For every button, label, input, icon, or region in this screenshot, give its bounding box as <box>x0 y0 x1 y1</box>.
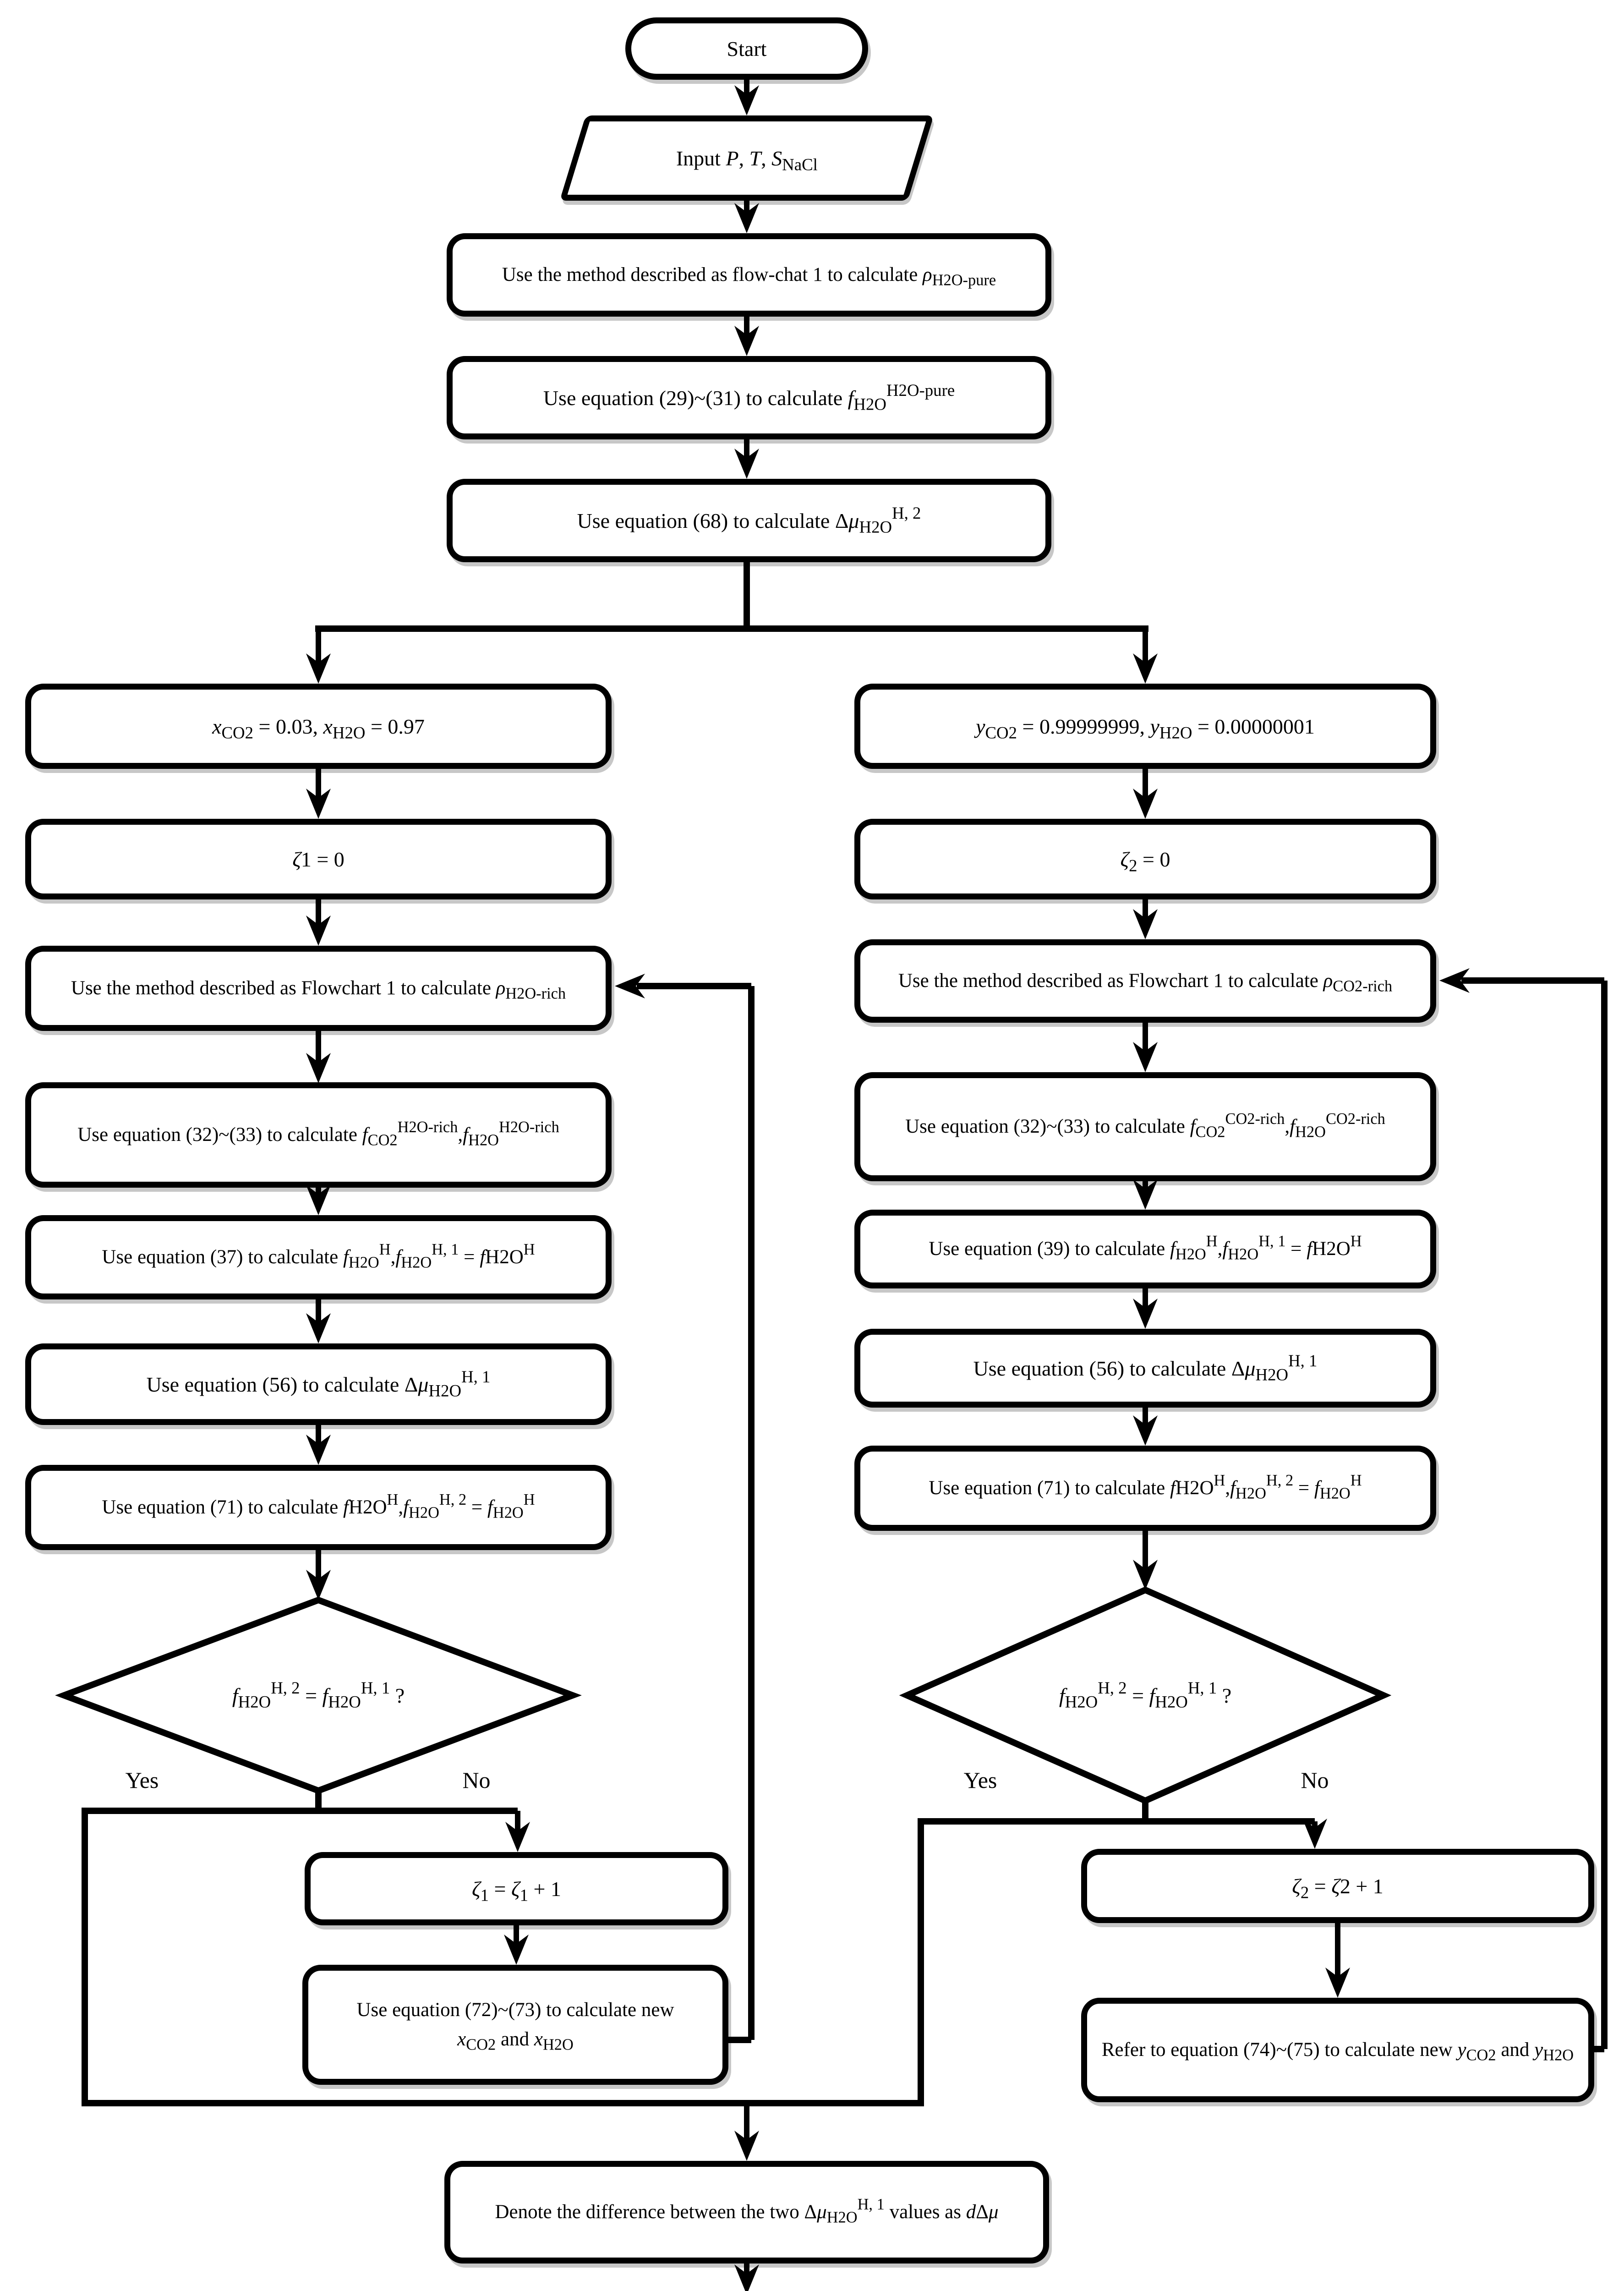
left-calc-f37-label: Use equation (37) to calculate fH2OH,fH2… <box>102 1240 535 1272</box>
start-terminal: Start <box>625 17 868 80</box>
left-calc-rho-box: Use the method described as Flowchart 1 … <box>25 946 612 1031</box>
right-update-y-label: Refer to equation (74)~(75) to calculate… <box>1101 2039 1574 2064</box>
right-zeta-increment-label: ζ2 = ζ2 + 1 <box>1292 1874 1383 1902</box>
right-zeta-init-label: ζ2 = 0 <box>1120 847 1170 875</box>
left-yes-label: Yes <box>125 1767 159 1793</box>
left-init-x-label: xCO2 = 0.03, xH2O = 0.97 <box>212 714 425 742</box>
right-calc-f39-label: Use equation (39) to calculate fH2OH,fH2… <box>929 1232 1362 1263</box>
right-calc-dmu56-box: Use equation (56) to calculate ΔμH2OH, 1 <box>854 1329 1436 1408</box>
left-zeta-init-box: ζ1 = 0 <box>25 819 612 899</box>
left-calc-dmu56-box: Use equation (56) to calculate ΔμH2OH, 1 <box>25 1343 612 1425</box>
left-decision-label: fH2OH, 2 = fH2OH, 1 ? <box>232 1678 405 1711</box>
calc-rho-h2o-pure-box: Use the method described as flow-chat 1 … <box>447 233 1051 317</box>
left-update-x-box: Use equation (72)~(73) to calculate new … <box>302 1965 728 2085</box>
left-decision-diamond-shape <box>55 1596 582 1794</box>
calc-dmu-h2-box: Use equation (68) to calculate ΔμH2OH, 2 <box>447 479 1051 562</box>
calc-rho-h2o-pure-label: Use the method described as flow-chat 1 … <box>502 263 996 289</box>
left-no-label: No <box>462 1767 491 1793</box>
right-calc-f3233-box: Use equation (32)~(33) to calculate fCO2… <box>854 1072 1436 1181</box>
right-update-y-box: Refer to equation (74)~(75) to calculate… <box>1081 1998 1594 2102</box>
right-init-y-label: yCO2 = 0.99999999, yH2O = 0.00000001 <box>976 714 1315 742</box>
input-parallelogram: Input P, T, SNaCl <box>559 115 934 201</box>
right-calc-dmu56-label: Use equation (56) to calculate ΔμH2OH, 1 <box>973 1351 1318 1384</box>
structural-lines <box>82 562 1608 2106</box>
right-calc-f39-box: Use equation (39) to calculate fH2OH,fH2… <box>854 1210 1436 1288</box>
right-init-y-box: yCO2 = 0.99999999, yH2O = 0.00000001 <box>854 684 1436 769</box>
left-zeta-increment-box: ζ1 = ζ1 + 1 <box>305 1852 728 1925</box>
denote-difference-label: Denote the difference between the two Δμ… <box>495 2195 999 2226</box>
start-label: Start <box>727 37 767 60</box>
right-decision-text: fH2OH, 2 = fH2OH, 1 ? <box>930 1631 1361 1759</box>
right-calc-f71-label: Use equation (71) to calculate fH2OH,fH2… <box>929 1471 1362 1502</box>
right-no-label: No <box>1301 1767 1329 1793</box>
left-calc-f3233-box: Use equation (32)~(33) to calculate fCO2… <box>25 1082 612 1188</box>
left-update-x-label: Use equation (72)~(73) to calculate new … <box>356 1999 674 2054</box>
right-zeta-init-box: ζ2 = 0 <box>854 819 1436 899</box>
right-decision-label: fH2OH, 2 = fH2OH, 1 ? <box>1059 1678 1232 1711</box>
arrow-stems <box>316 80 1340 2274</box>
left-calc-f71-label: Use equation (71) to calculate fH2OH,fH2… <box>102 1491 535 1522</box>
left-calc-dmu56-label: Use equation (56) to calculate ΔμH2OH, 1 <box>146 1367 491 1400</box>
calc-f-h2o-pure-box: Use equation (29)~(31) to calculate fH2O… <box>447 356 1051 439</box>
left-calc-f71-box: Use equation (71) to calculate fH2OH,fH2… <box>25 1465 612 1550</box>
right-calc-f71-box: Use equation (71) to calculate fH2OH,fH2… <box>854 1446 1436 1531</box>
left-decision-text: fH2OH, 2 = fH2OH, 1 ? <box>92 1631 545 1759</box>
input-label: Input P, T, SNaCl <box>676 146 818 174</box>
left-calc-f37-box: Use equation (37) to calculate fH2OH,fH2… <box>25 1215 612 1299</box>
left-init-x-box: xCO2 = 0.03, xH2O = 0.97 <box>25 684 612 769</box>
right-yes-label: Yes <box>963 1767 997 1793</box>
right-calc-rho-box: Use the method described as Flowchart 1 … <box>854 939 1436 1023</box>
left-zeta-init-label: ζ1 = 0 <box>292 847 344 871</box>
left-calc-f3233-label: Use equation (32)~(33) to calculate fCO2… <box>77 1118 559 1149</box>
calc-dmu-h2-label: Use equation (68) to calculate ΔμH2OH, 2 <box>577 503 921 536</box>
right-calc-f3233-label: Use equation (32)~(33) to calculate fCO2… <box>905 1110 1385 1141</box>
calc-f-h2o-pure-label: Use equation (29)~(31) to calculate fH2O… <box>543 380 955 413</box>
left-zeta-increment-label: ζ1 = ζ1 + 1 <box>472 1877 561 1904</box>
right-decision-diamond-shape <box>899 1586 1392 1804</box>
right-zeta-increment-box: ζ2 = ζ2 + 1 <box>1081 1849 1594 1923</box>
denote-difference-box: Denote the difference between the two Δμ… <box>444 2161 1049 2264</box>
right-calc-rho-label: Use the method described as Flowchart 1 … <box>898 970 1393 995</box>
left-calc-rho-label: Use the method described as Flowchart 1 … <box>71 977 566 1003</box>
